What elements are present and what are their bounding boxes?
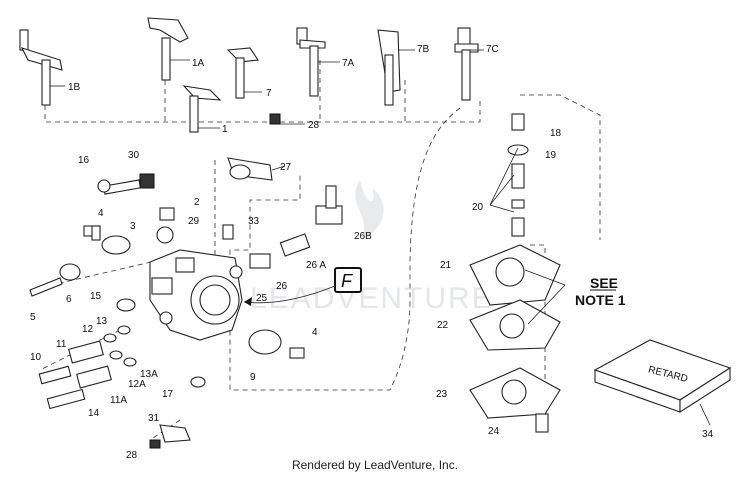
- see-note: SEE NOTE 1: [575, 275, 626, 308]
- part-label: 15: [90, 291, 102, 302]
- see-note-line1: SEE: [590, 275, 618, 291]
- part-label: 11: [56, 339, 67, 350]
- part-label: 22: [437, 320, 449, 331]
- screw-28-top: [269, 113, 305, 125]
- lever-27: [227, 157, 286, 181]
- part-label: 14: [88, 408, 100, 419]
- part-label: 13: [96, 316, 108, 327]
- part-label: 7A: [342, 58, 355, 69]
- frame-letter: F: [341, 271, 353, 291]
- part-label: 7: [266, 88, 272, 99]
- gasket-kit-box-34: RETARD: [593, 339, 732, 426]
- diaphragm-stack: [469, 113, 566, 433]
- part-label: 23: [436, 389, 448, 400]
- part-label: 31: [148, 413, 160, 424]
- part-label: 26 A: [306, 260, 326, 271]
- footer-credit: Rendered by LeadVenture, Inc.: [291, 458, 459, 472]
- parts-lower-left: [29, 263, 206, 449]
- part-label: 26B: [354, 231, 372, 242]
- shaft-1: [182, 85, 222, 133]
- shaft-7A: [296, 27, 340, 97]
- watermark: LEADVENTURE: [250, 180, 494, 315]
- part-label: 12: [82, 324, 94, 335]
- part-label: 17: [162, 389, 174, 400]
- part-label: 16: [78, 155, 90, 166]
- part-label: 21: [440, 260, 452, 271]
- part-label: 4: [98, 208, 104, 219]
- watermark-text: LEADVENTURE: [250, 282, 494, 315]
- part-label: 6: [66, 294, 72, 305]
- part-label: 28: [126, 450, 138, 461]
- part-label: 1B: [68, 82, 81, 93]
- part-label: 27: [280, 162, 292, 173]
- part-label: 18: [550, 128, 562, 139]
- part-label: 7B: [417, 44, 430, 55]
- frame-reference-F: F: [243, 267, 362, 306]
- part-label: 25: [256, 293, 268, 304]
- part-label: 26: [276, 281, 288, 292]
- part-label: 34: [702, 429, 714, 440]
- part-label: 20: [472, 202, 484, 213]
- part-label: 9: [250, 372, 256, 383]
- shaft-7C: [454, 27, 484, 101]
- part-label: 19: [545, 150, 557, 161]
- part-label: 11A: [110, 395, 127, 406]
- part-label: 1: [222, 124, 228, 135]
- part-label: 7C: [486, 44, 499, 55]
- part-label: 12A: [128, 379, 146, 390]
- throttle-plate-9: [248, 329, 305, 359]
- shaft-1B: [19, 29, 65, 106]
- see-note-line2: NOTE 1: [575, 292, 626, 308]
- carburetor-body: [149, 249, 243, 341]
- shaft-7B: [377, 29, 415, 106]
- part-label: 10: [30, 352, 42, 363]
- part-label: 2: [194, 197, 200, 208]
- part-label: 24: [488, 426, 500, 437]
- part-label: 29: [188, 216, 200, 227]
- part-labels: 1B 1A 7 1 7A 7B 7C 28 18 19 16 30 27 2 4…: [30, 44, 714, 461]
- parts-upper-left: [83, 173, 234, 255]
- shaft-7: [226, 47, 262, 99]
- fittings-right: [229, 185, 343, 279]
- part-label: 30: [128, 150, 140, 161]
- part-label: 33: [248, 216, 260, 227]
- part-label: 28: [308, 120, 320, 131]
- part-label: 3: [130, 221, 136, 232]
- shaft-1A: [147, 17, 190, 81]
- part-label: 5: [30, 312, 36, 323]
- part-label: 13A: [140, 369, 158, 380]
- part-label: 1A: [192, 58, 205, 69]
- part-label: 4: [312, 327, 318, 338]
